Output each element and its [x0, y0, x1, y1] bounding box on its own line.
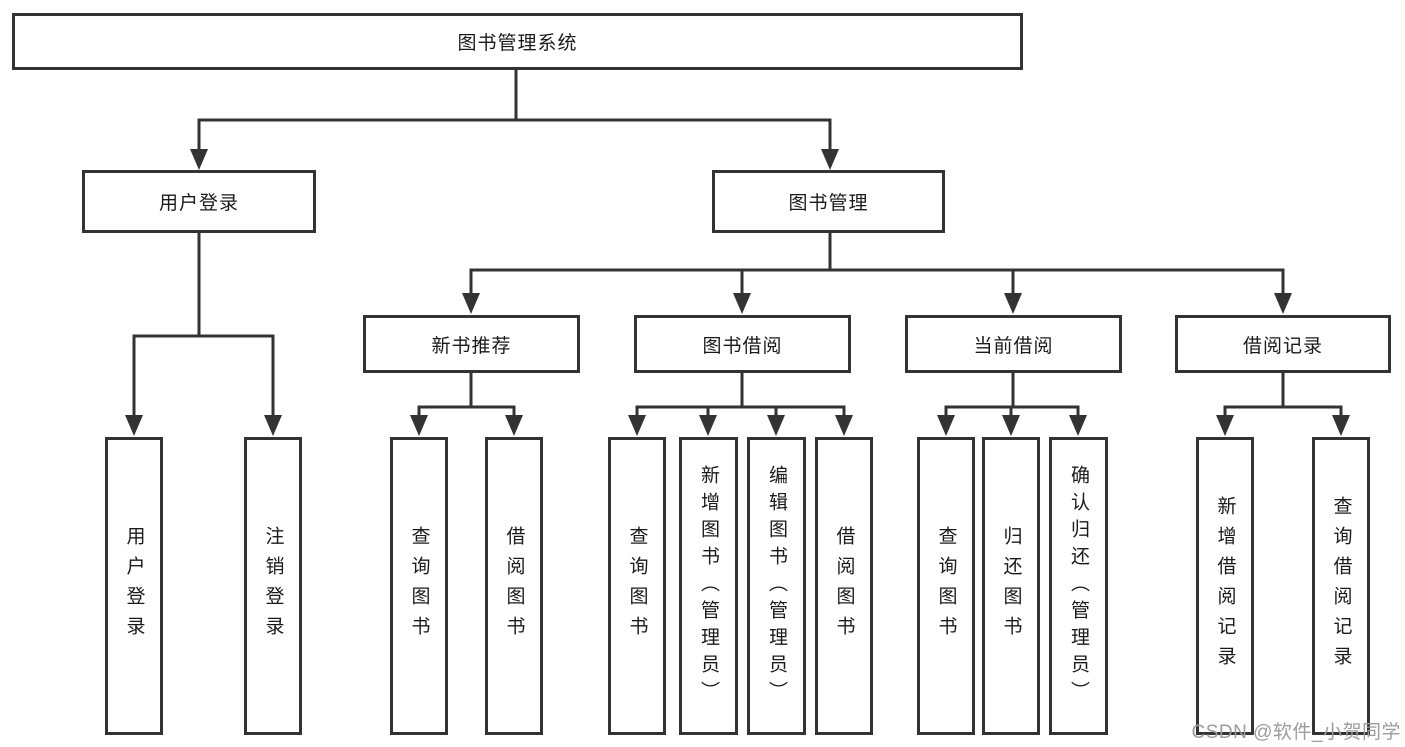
node-new-book-recommend: 新书推荐: [363, 315, 580, 373]
node-label: 借阅图书: [503, 526, 525, 646]
node-label: 确认归还（管理员）: [1068, 464, 1089, 708]
node-book-borrow: 图书借阅: [634, 315, 851, 373]
node-label: 图书管理系统: [457, 33, 578, 54]
arrowheads: [125, 149, 1350, 436]
node-label: 归还图书: [1000, 526, 1022, 646]
node-label: 借阅图书: [833, 526, 855, 646]
node-current-borrow: 当前借阅: [905, 315, 1122, 373]
node-label: 编辑图书（管理员）: [766, 464, 787, 708]
leaf-add-borrow-record: 新增借阅记录: [1196, 437, 1254, 735]
leaf-confirm-return-admin: 确认归还（管理员）: [1049, 437, 1108, 735]
node-label: 新书推荐: [431, 335, 512, 357]
node-label: 当前借阅: [973, 335, 1054, 357]
leaf-borrow-books: 借阅图书: [815, 437, 873, 735]
node-book-management: 图书管理: [712, 170, 945, 233]
leaf-edit-book-admin: 编辑图书（管理员）: [747, 437, 806, 735]
leaf-current-query-books: 查询图书: [917, 437, 975, 735]
node-label: 新增借阅记录: [1214, 496, 1236, 676]
node-label: 借阅记录: [1242, 335, 1323, 357]
node-label: 图书借阅: [702, 335, 783, 357]
csdn-watermark: CSDN @软件_小贺同学: [1191, 722, 1401, 743]
leaf-user-login: 用户登录: [105, 437, 163, 735]
leaf-logout: 注销登录: [244, 437, 302, 735]
node-user-login: 用户登录: [82, 170, 316, 233]
leaf-query-borrow-record: 查询借阅记录: [1312, 437, 1370, 735]
node-label: 查询图书: [408, 526, 430, 646]
leaf-recommend-query-books: 查询图书: [390, 437, 448, 735]
leaf-recommend-borrow-books: 借阅图书: [485, 437, 543, 735]
node-label: 用户登录: [158, 193, 239, 214]
node-label: 查询图书: [935, 526, 957, 646]
node-label: 查询借阅记录: [1330, 496, 1352, 676]
node-root: 图书管理系统: [12, 13, 1023, 70]
node-borrow-records: 借阅记录: [1175, 315, 1391, 373]
node-label: 新增图书（管理员）: [698, 464, 719, 708]
node-label: 用户登录: [123, 526, 145, 646]
leaf-add-book-admin: 新增图书（管理员）: [679, 437, 738, 735]
node-label: 图书管理: [788, 193, 869, 214]
node-label: 注销登录: [262, 526, 284, 646]
leaf-borrow-query-books: 查询图书: [608, 437, 666, 735]
node-label: 查询图书: [626, 526, 648, 646]
leaf-return-books: 归还图书: [982, 437, 1040, 735]
